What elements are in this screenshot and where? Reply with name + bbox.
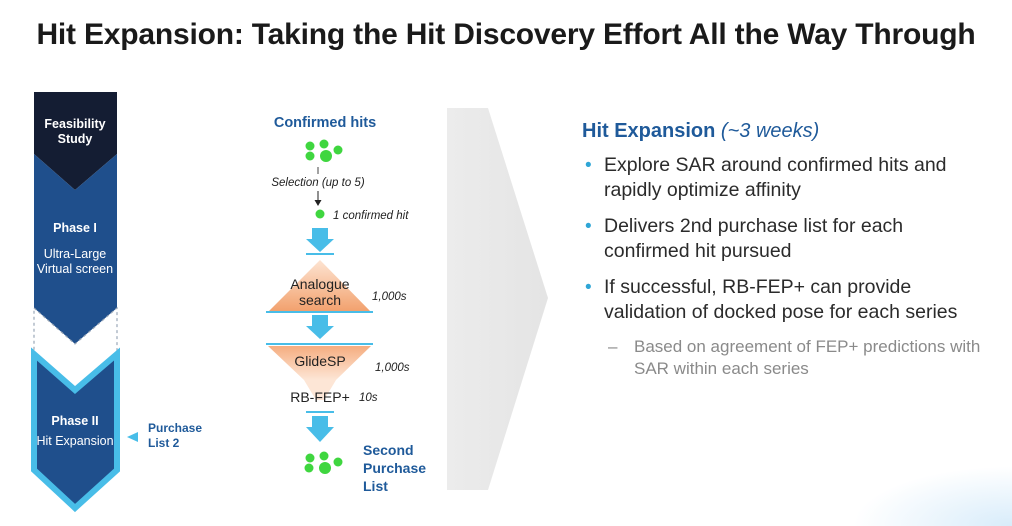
hit-dot — [320, 150, 332, 162]
hit-dot — [319, 462, 331, 474]
rbfep-funnel — [304, 380, 336, 400]
phase1-line2: Virtual screen — [37, 262, 113, 276]
corner-glow — [852, 466, 1012, 526]
single-hit-dot — [315, 209, 325, 219]
analogue-search-funnel — [268, 260, 371, 312]
bullet-item: •Delivers 2nd purchase list for each con… — [585, 215, 904, 262]
dash-icon: – — [608, 337, 618, 356]
second-purchase-dots — [304, 451, 343, 474]
feasibility-chevron — [34, 92, 117, 190]
phase1-chevron — [34, 154, 117, 344]
analogue-count: 1,000s — [372, 291, 407, 303]
second-purchase-label-2: Purchase — [363, 460, 426, 476]
hit-dot — [333, 145, 343, 155]
bullet-item: •If successful, RB-FEP+ can provide vali… — [585, 276, 958, 323]
phase2-title: Phase II — [51, 414, 98, 428]
hit-dot — [333, 457, 343, 467]
hit-dot — [305, 453, 315, 463]
purchase-pointer-icon — [127, 432, 138, 442]
glidesp-label: GlideSP — [294, 353, 345, 369]
bullet-dot-icon: • — [585, 277, 592, 298]
big-chevron-arrow — [447, 108, 548, 490]
panel-heading: Hit Expansion (~3 weeks) — [582, 120, 992, 143]
flow-arrow-1 — [306, 228, 334, 252]
bullet-list: •Explore SAR around confirmed hits and r… — [582, 153, 992, 325]
selection-label: Selection (up to 5) — [271, 177, 365, 189]
glidesp-funnel — [268, 346, 371, 380]
hit-dot — [305, 141, 315, 151]
purchase-label-2: List 2 — [148, 436, 180, 450]
phase2-chevron — [31, 347, 120, 513]
one-confirmed-hit-label: 1 confirmed hit — [333, 210, 409, 222]
feasibility-label-2: Study — [58, 132, 93, 146]
analogue-label-1: Analogue — [290, 276, 349, 292]
workflow: Confirmed hits Selection (up to 5) 1 con… — [266, 115, 426, 494]
confirmed-hits-dots — [305, 139, 343, 162]
hit-dot — [319, 451, 329, 461]
second-purchase-label-3: List — [363, 478, 388, 494]
flow-arrow-2 — [306, 315, 334, 339]
bullet-dot-icon: • — [585, 216, 592, 237]
hit-dot — [305, 151, 315, 161]
purchase-label-1: Purchase — [148, 421, 202, 435]
bullet-dot-icon: • — [585, 155, 592, 176]
phase1-title: Phase I — [53, 221, 97, 235]
confirmed-hits-label: Confirmed hits — [274, 115, 376, 131]
bullet-item: •Explore SAR around confirmed hits and r… — [585, 154, 947, 201]
description-panel: Hit Expansion (~3 weeks) •Explore SAR ar… — [582, 120, 992, 380]
selection-arrowhead — [314, 200, 322, 206]
hit-dot — [319, 139, 329, 149]
phase-column: Feasibility Study Phase I Ultra-Large Vi… — [31, 92, 120, 513]
sub-bullet: –Based on agreement of FEP+ predictions … — [608, 337, 981, 378]
glidesp-count: 1,000s — [375, 362, 410, 374]
panel-heading-title: Hit Expansion — [582, 120, 716, 142]
second-purchase-label-1: Second — [363, 442, 414, 458]
hit-dot — [304, 463, 314, 473]
feasibility-label-1: Feasibility — [44, 117, 105, 131]
phase1-line1: Ultra-Large — [44, 247, 107, 261]
phase2-sub: Hit Expansion — [36, 434, 113, 448]
panel-heading-duration: (~3 weeks) — [720, 120, 820, 142]
slide-title: Hit Expansion: Taking the Hit Discovery … — [36, 18, 976, 51]
rbfep-count: 10s — [359, 392, 378, 404]
rbfep-label: RB-FEP+ — [290, 389, 350, 405]
analogue-label-2: search — [299, 292, 341, 308]
flow-arrow-3 — [306, 416, 334, 442]
